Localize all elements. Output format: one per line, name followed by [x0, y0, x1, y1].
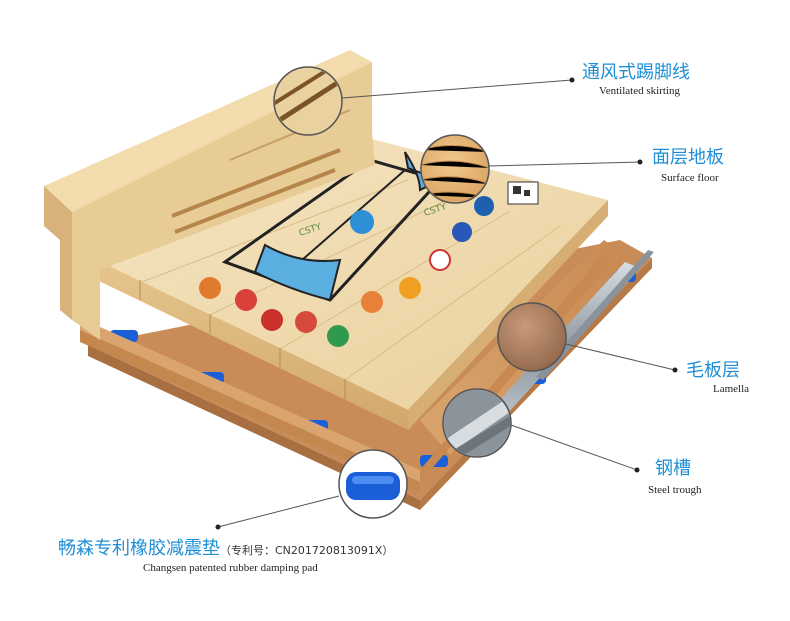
leader-dots — [215, 77, 678, 530]
label-pad-en: Changsen patented rubber damping pad — [143, 562, 318, 574]
leader-lines — [217, 79, 676, 528]
zoom-steel-trough — [442, 388, 512, 458]
label-skirting-cn: 通风式踢脚线 — [582, 62, 690, 83]
label-trough-cn: 钢槽 — [655, 458, 691, 479]
label-surface-en: Surface floor — [661, 172, 719, 184]
zoom-skirting — [273, 66, 343, 136]
zoom-lamella — [497, 302, 567, 372]
label-pad-cn: 畅森专利橡胶减震垫（专利号：CN201720813091X） — [58, 534, 393, 560]
label-trough-en: Steel trough — [648, 484, 702, 496]
label-lamella-cn: 毛板层 — [686, 360, 740, 381]
label-surface-cn: 面层地板 — [652, 147, 724, 168]
label-skirting-en: Ventilated skirting — [599, 85, 680, 97]
label-pad-cn-text: 畅森专利橡胶减震垫 — [58, 538, 220, 559]
zoom-rubber-pad — [338, 449, 408, 519]
label-pad-patent: （专利号：CN201720813091X） — [220, 544, 394, 557]
certification-logos — [199, 181, 539, 347]
label-lamella-en: Lamella — [713, 383, 750, 395]
zoom-surface-floor — [420, 134, 490, 204]
